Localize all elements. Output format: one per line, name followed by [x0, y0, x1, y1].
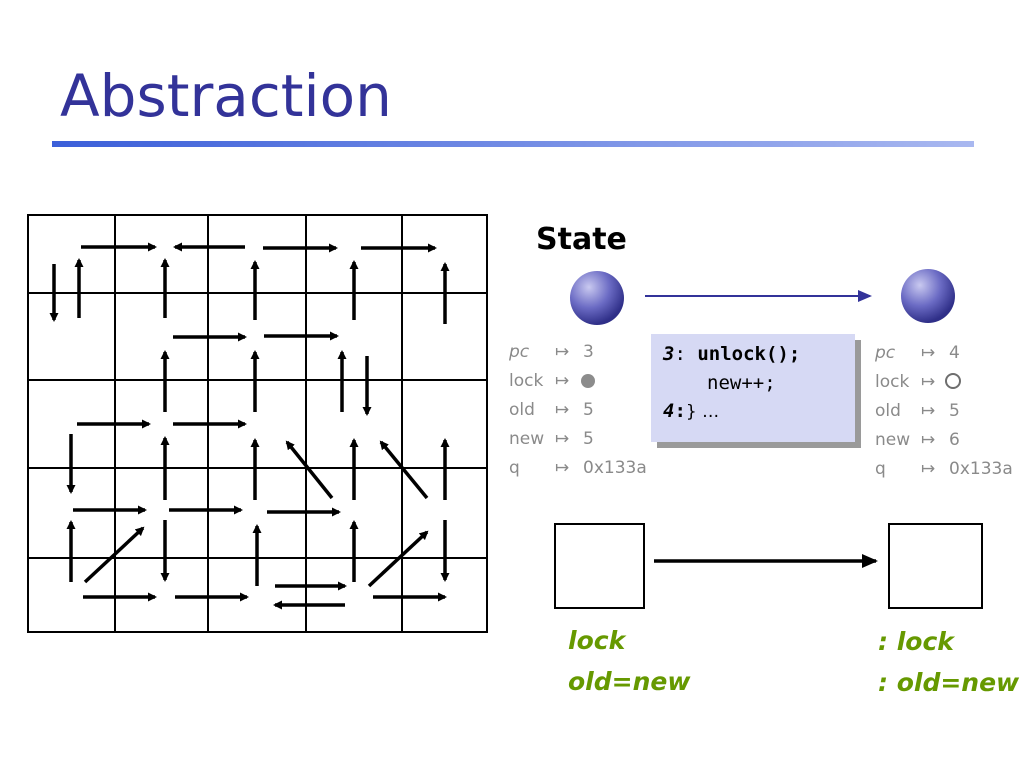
maps-to-icon: ↦: [555, 400, 570, 420]
predicate-lock-left: lock: [568, 626, 626, 655]
var-value: 5: [583, 400, 594, 420]
maps-to-icon: ↦: [921, 343, 936, 363]
var-name: new: [509, 429, 545, 449]
var-name: old: [509, 400, 535, 420]
var-name: pc: [509, 342, 530, 362]
var-value: 5: [583, 429, 594, 449]
line-separator: :: [674, 400, 686, 422]
transition-arrows: [49, 242, 450, 610]
source-state-node: [570, 271, 624, 325]
statement: new++;: [707, 372, 776, 394]
source-state-valuation: pc ↦ 3 lock ↦ old ↦ 5 new ↦ 5 q ↦ 0x133a: [509, 342, 649, 478]
maps-to-icon: ↦: [555, 458, 570, 478]
grid-lines: [27, 214, 488, 633]
code-line-3: 3: unlock();: [663, 343, 800, 365]
predicate-old-new-left: old=new: [568, 667, 691, 696]
predicate-old-new-right: : old=new: [878, 668, 1020, 697]
maps-to-icon: ↦: [555, 342, 570, 362]
var-name: q: [875, 459, 886, 479]
code-line-4: 4:} …: [663, 400, 719, 422]
open-circle-icon: [945, 373, 961, 389]
var-value: 4: [949, 343, 960, 363]
var-value: 6: [949, 430, 960, 450]
abstract-transition: [554, 523, 983, 609]
filled-dot-icon: [581, 374, 595, 388]
maps-to-icon: ↦: [555, 429, 570, 449]
line-separator: :: [674, 343, 698, 365]
title-underline: [52, 141, 974, 147]
var-value: 0x133a: [949, 459, 1013, 479]
var-name: pc: [875, 343, 896, 363]
var-value: 5: [949, 401, 960, 421]
maps-to-icon: ↦: [921, 372, 936, 392]
var-name: new: [875, 430, 911, 450]
maps-to-icon: ↦: [921, 401, 936, 421]
abstract-source-state: [554, 523, 645, 609]
var-name: lock: [509, 371, 544, 391]
maps-to-icon: ↦: [555, 371, 570, 391]
concrete-state-space-diagram: [27, 214, 488, 633]
code-line-increment: new++;: [707, 372, 776, 394]
concrete-transition: [570, 269, 955, 325]
state-label: State: [536, 222, 627, 257]
target-state-node: [901, 269, 955, 323]
statement: } …: [685, 402, 720, 422]
var-name: old: [875, 401, 901, 421]
predicate-lock-right: : lock: [878, 627, 954, 656]
code-snippet: 3: unlock(); new++; 4:} …: [651, 334, 855, 442]
line-number: 3: [663, 343, 675, 365]
var-value: 3: [583, 342, 594, 362]
var-name: q: [509, 458, 520, 478]
maps-to-icon: ↦: [921, 459, 936, 479]
slide-title: Abstraction: [60, 62, 392, 130]
statement: unlock();: [697, 343, 801, 365]
line-number: 4: [663, 400, 675, 422]
var-value: 0x133a: [583, 458, 647, 478]
target-state-valuation: pc ↦ 4 lock ↦ old ↦ 5 new ↦ 6 q ↦ 0x133a: [875, 343, 1020, 479]
maps-to-icon: ↦: [921, 430, 936, 450]
abstract-target-state: [888, 523, 983, 609]
var-name: lock: [875, 372, 910, 392]
